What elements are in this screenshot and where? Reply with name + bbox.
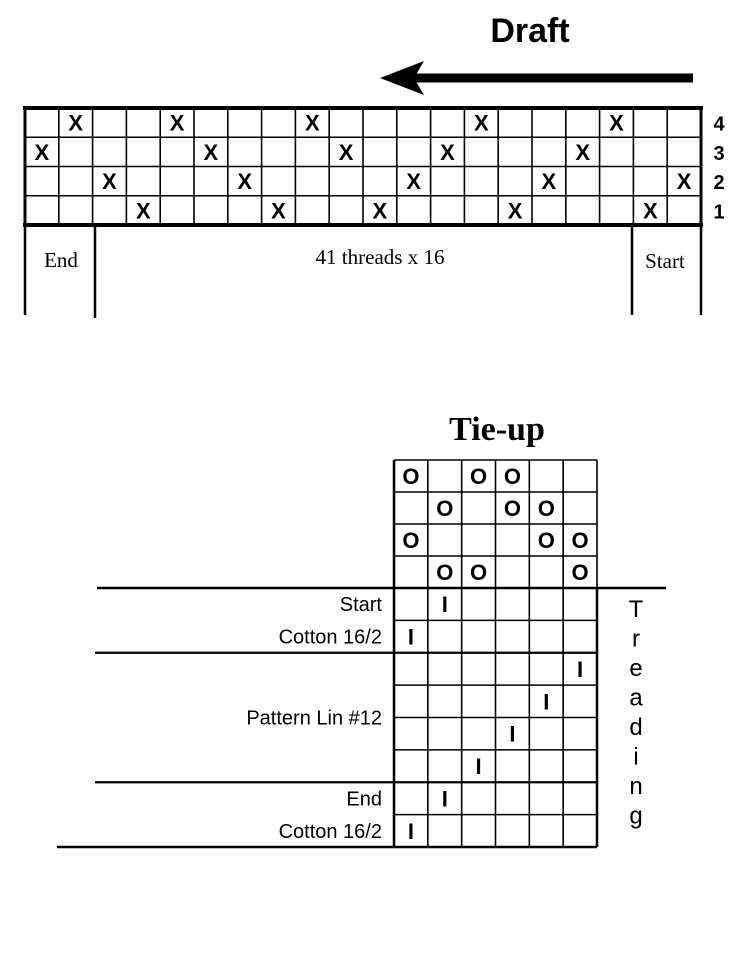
tieup-mark: O	[402, 464, 419, 489]
treadling-row-label: Pattern Lin #12	[246, 708, 382, 730]
treadle-mark: I	[408, 625, 414, 650]
thread-mark: X	[170, 111, 185, 136]
thread-mark: X	[643, 198, 658, 223]
shaft-number: 2	[713, 172, 724, 194]
treading-letter: g	[629, 803, 642, 830]
thread-mark: X	[406, 169, 421, 194]
end-label: End	[44, 248, 78, 272]
shaft-number: 1	[713, 201, 724, 223]
start-label: Start	[645, 249, 685, 273]
tieup-mark: O	[538, 528, 555, 553]
thread-count-label: 41 threads x 16	[316, 245, 445, 269]
treadle-mark: I	[509, 722, 515, 747]
treadle-mark: I	[442, 786, 448, 811]
tieup-mark: O	[470, 560, 487, 585]
treadle-mark: I	[476, 754, 482, 779]
tieup-mark: O	[504, 496, 521, 521]
shaft-number: 3	[713, 143, 724, 165]
draft-section-labels: End 41 threads x 16 Start	[23, 225, 703, 318]
treadle-mark: I	[442, 592, 448, 617]
thread-mark: X	[440, 140, 455, 165]
treadle-mark: I	[408, 819, 414, 844]
treading-letter: d	[629, 714, 642, 741]
shaft-number: 4	[713, 114, 725, 136]
thread-mark: X	[271, 198, 286, 223]
treadling-row-label: End	[346, 788, 382, 810]
thread-mark: X	[35, 140, 50, 165]
thread-mark: X	[677, 169, 692, 194]
treadle-mark: I	[543, 689, 549, 714]
thread-mark: X	[373, 198, 388, 223]
thread-mark: X	[542, 169, 557, 194]
treadle-mark: I	[577, 657, 583, 682]
tieup-mark: O	[436, 496, 453, 521]
thread-mark: X	[339, 140, 354, 165]
thread-mark: X	[609, 111, 624, 136]
treadling-grid: I I I I I I I I	[57, 586, 666, 849]
treading-letter: r	[632, 626, 640, 653]
thread-mark: X	[68, 111, 83, 136]
treadling-row-label: Start	[340, 594, 383, 616]
treading-letter: T	[629, 596, 644, 623]
thread-mark: X	[305, 111, 320, 136]
thread-mark: X	[508, 198, 523, 223]
thread-mark: X	[474, 111, 489, 136]
treadling-row-label: Cotton 16/2	[279, 821, 382, 843]
thread-mark: X	[204, 140, 219, 165]
tieup-mark: O	[504, 464, 521, 489]
tieup-mark: O	[538, 496, 555, 521]
tieup-title: Tie-up	[449, 411, 545, 448]
tieup-mark: O	[572, 528, 589, 553]
treading-letter: n	[629, 773, 642, 800]
thread-mark: X	[136, 198, 151, 223]
tieup-mark: O	[436, 560, 453, 585]
treading-letter: a	[629, 685, 643, 712]
treadling-row-label: Cotton 16/2	[279, 627, 382, 649]
treading-letter: i	[633, 744, 638, 771]
thread-mark: X	[102, 169, 117, 194]
tieup-mark: O	[572, 560, 589, 585]
draft-title: Draft	[490, 12, 569, 50]
treading-letter: e	[629, 655, 642, 682]
thread-mark: X	[575, 140, 590, 165]
tieup-mark: O	[470, 464, 487, 489]
thread-mark: X	[237, 169, 252, 194]
tieup-mark: O	[402, 528, 419, 553]
direction-arrow	[380, 61, 693, 95]
